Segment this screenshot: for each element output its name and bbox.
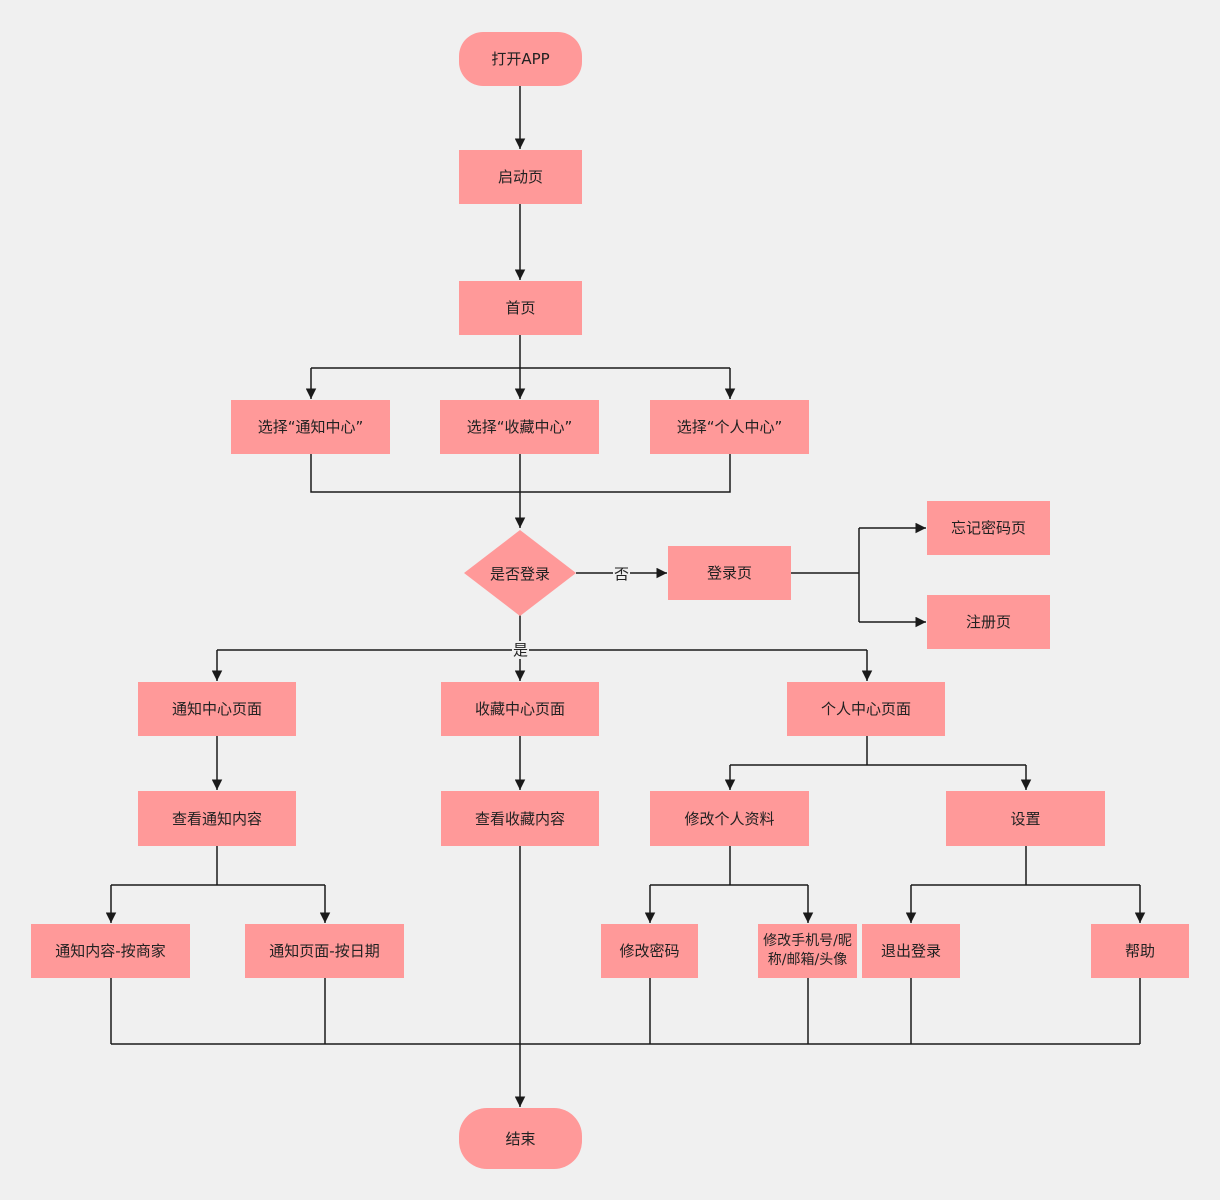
node-view-fav: 查看收藏内容 <box>441 791 599 846</box>
edge-label-yes: 是 <box>512 641 530 659</box>
node-notice-by-date: 通知页面-按日期 <box>245 924 404 978</box>
node-change-password: 修改密码 <box>601 924 698 978</box>
edge-label-no: 否 <box>613 565 631 583</box>
node-select-notice: 选择“通知中心” <box>231 400 390 454</box>
node-logout: 退出登录 <box>862 924 960 978</box>
node-login-page: 登录页 <box>668 546 791 600</box>
node-change-phone-nickname-email-avatar: 修改手机号/昵称/邮箱/头像 <box>758 924 857 978</box>
node-personal-center: 个人中心页面 <box>787 682 945 736</box>
node-end: 结束 <box>459 1108 582 1169</box>
node-settings: 设置 <box>946 791 1105 846</box>
node-notice-center: 通知中心页面 <box>138 682 296 736</box>
node-is-logged-in: 是否登录 <box>489 564 550 583</box>
node-select-fav: 选择“收藏中心” <box>440 400 599 454</box>
decision-diamond <box>464 530 576 616</box>
node-notice-by-merchant: 通知内容-按商家 <box>31 924 190 978</box>
node-register: 注册页 <box>927 595 1050 649</box>
node-fav-center: 收藏中心页面 <box>441 682 599 736</box>
node-forgot-password: 忘记密码页 <box>927 501 1050 555</box>
node-edit-profile: 修改个人资料 <box>650 791 809 846</box>
node-splash: 启动页 <box>459 150 582 204</box>
node-open-app: 打开APP <box>459 32 582 86</box>
node-view-notice: 查看通知内容 <box>138 791 296 846</box>
node-home: 首页 <box>459 281 582 335</box>
node-help: 帮助 <box>1091 924 1189 978</box>
node-select-personal: 选择“个人中心” <box>650 400 809 454</box>
